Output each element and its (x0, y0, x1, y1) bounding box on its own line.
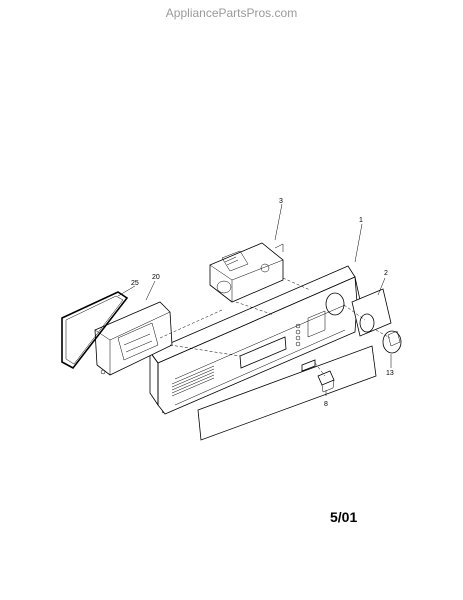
timer-part[interactable] (209, 242, 284, 303)
callout-8: 8 (324, 401, 328, 408)
dispenser-part[interactable] (94, 301, 173, 376)
leader-lines (117, 203, 392, 396)
callout-2: 2 (384, 270, 388, 277)
callout-1: 1 (359, 217, 363, 224)
callout-20: 20 (152, 274, 160, 281)
watermark: AppliancePartsPros.com (165, 6, 298, 20)
revision-date: 5/01 (330, 509, 357, 525)
knob-part[interactable] (382, 330, 402, 354)
overlay-part[interactable] (197, 288, 392, 441)
assembly-lines (159, 277, 391, 377)
callout-25: 25 (131, 280, 139, 287)
control-panel-part[interactable] (149, 265, 361, 415)
callout-3: 3 (279, 198, 283, 205)
rocker-switch-part[interactable] (317, 370, 335, 393)
callout-13: 13 (386, 370, 394, 377)
gasket-part[interactable] (61, 291, 129, 370)
